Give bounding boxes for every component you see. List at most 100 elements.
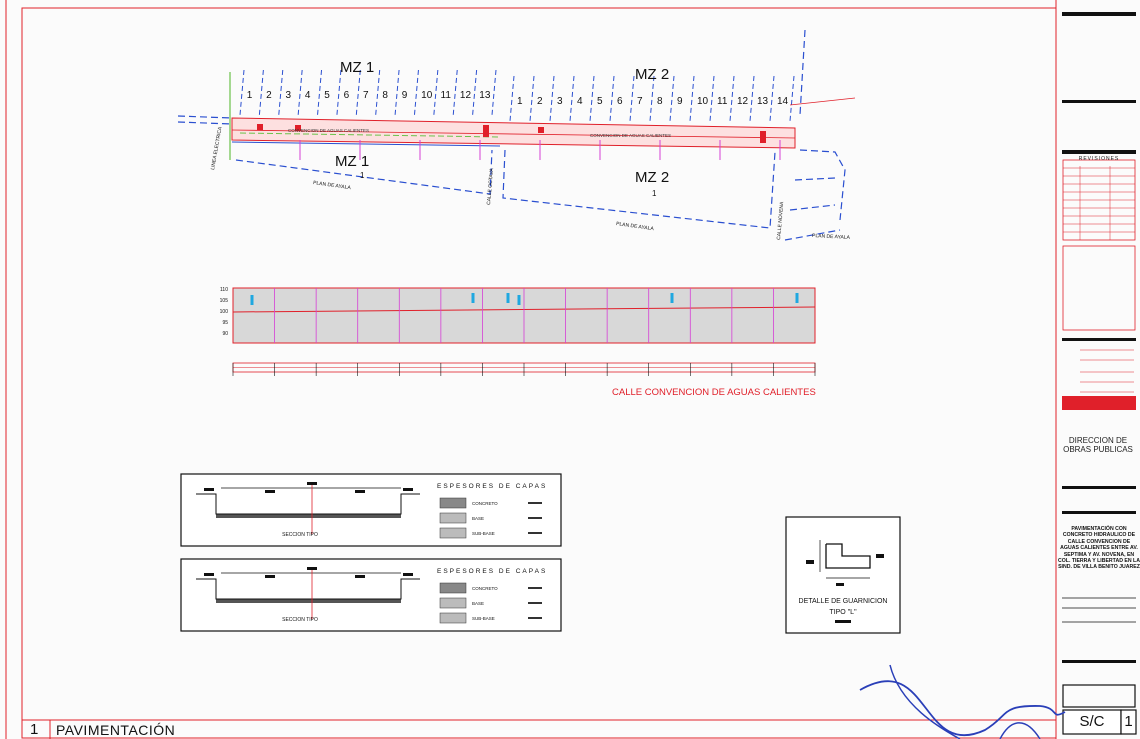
section-profile <box>196 578 420 600</box>
plan-de-ayala-label-2: PLAN DE AYALA <box>616 221 655 232</box>
block2-top-label: MZ 2 <box>635 66 669 83</box>
tb-bar-1 <box>1062 12 1136 16</box>
block1-lot-label: 1 <box>360 171 365 180</box>
lot-block2-number: 14 <box>777 96 789 107</box>
block1-top-label: MZ 1 <box>340 59 374 76</box>
lot-block1-divider <box>336 69 342 116</box>
street-right-label: CALLE NOVENA <box>776 201 785 240</box>
lot-block1-divider <box>278 69 284 116</box>
lot-block1-divider <box>394 69 400 116</box>
lot-block2-number: 3 <box>557 96 563 107</box>
section-caption: SECCION TIPO <box>282 617 318 623</box>
profile-y-label: 105 <box>220 298 229 304</box>
pavement-layer <box>216 599 401 603</box>
curb-detail-scale <box>835 620 851 623</box>
tb-sheet-box <box>1062 709 1122 735</box>
top-right-red-line <box>789 97 856 106</box>
lot-block1-number: 11 <box>441 90 452 101</box>
lot-block1-divider <box>452 69 458 116</box>
section-caption: SECCION TIPO <box>282 532 318 538</box>
right-street-lines <box>799 149 846 221</box>
curb-dim-tag-1 <box>806 560 814 564</box>
curb-shape <box>825 543 871 569</box>
right-street-line-4 <box>784 229 841 241</box>
lot-block1-number: 5 <box>324 90 330 101</box>
power-line-label: LINEA ELECTRICA <box>210 126 224 171</box>
signature-scribble-2 <box>889 664 1041 739</box>
layer-label: BASE <box>472 601 484 606</box>
title-block <box>1055 0 1137 739</box>
left-road-blue-2 <box>177 121 233 125</box>
lot-block2-divider <box>749 75 755 122</box>
layer-swatch <box>439 597 467 609</box>
lot-block1-number: 13 <box>479 90 491 101</box>
lot-block2-divider <box>709 75 715 122</box>
layer-thickness-tag <box>528 502 542 504</box>
lot-block1-number: 2 <box>266 90 272 101</box>
revisions-heading: REVISIONES <box>1078 156 1120 162</box>
stationing-ticks <box>232 363 816 376</box>
agency-name: DIRECCION DE OBRAS PUBLICAS <box>1063 436 1133 454</box>
manhole-marker <box>295 125 301 131</box>
blue-edge-line <box>231 141 501 147</box>
street-main-label-1: CONVENCION DE AGUAS CALIENTES <box>288 128 369 133</box>
lot-block2-number: 6 <box>617 96 623 107</box>
profile-caption: CALLE CONVENCION DE AGUAS CALIENTES <box>612 387 816 398</box>
dim-tag <box>355 575 365 578</box>
lot-block2-divider <box>789 75 795 122</box>
layer-label: CONCRETO <box>472 501 498 506</box>
profile-well-marker <box>517 295 521 305</box>
lot-block2-number: 12 <box>737 96 749 107</box>
plan-de-ayala-label-1: PLAN DE AYALA <box>313 180 352 191</box>
profile-well-marker <box>795 293 799 303</box>
cross-sections: SECCION TIPO ESPESORES DE CAPAS CONCRETO BA… <box>180 473 562 632</box>
lot-block1-divider <box>258 69 264 116</box>
right-street-line-2 <box>794 177 836 181</box>
green-line <box>239 132 501 138</box>
layers-legend-title: ESPESORES DE CAPAS <box>437 568 547 575</box>
profile-y-label: 90 <box>222 331 228 337</box>
lot-block1-number: 9 <box>402 90 408 101</box>
section-profile <box>196 493 420 515</box>
lot-block2-number: 10 <box>697 96 709 107</box>
right-street-line-3 <box>789 204 836 211</box>
curb-detail: DETALLE DE GUARNICION TIPO "L" <box>785 516 901 634</box>
dim-tag <box>204 488 214 491</box>
project-description: PAVIMENTACIÓN CON CONCRETO HIDRAULICO DE… <box>1058 526 1140 571</box>
manholes <box>257 124 781 160</box>
lot-block1-divider <box>491 69 497 116</box>
layers-legend-title: ESPESORES DE CAPAS <box>437 483 547 490</box>
tb-bar-4 <box>1062 338 1136 341</box>
lot-block2-divider <box>729 75 735 122</box>
block2-bottom-label: MZ 2 <box>635 169 669 186</box>
lot-block1-divider <box>413 69 419 116</box>
lot-block1-number: 3 <box>285 90 291 101</box>
dim-tag <box>355 490 365 493</box>
profile-grid <box>250 288 799 343</box>
layer-swatch <box>439 612 467 624</box>
tb-bar-2 <box>1062 100 1136 103</box>
lot-block2-number: 5 <box>597 96 603 107</box>
lot-block2-number: 1 <box>517 96 523 107</box>
lot-block1-divider <box>239 69 245 116</box>
street-strip <box>231 117 796 149</box>
curb-dim-tag-3 <box>836 583 844 586</box>
tb-bar-5 <box>1062 486 1136 489</box>
lot-block2-divider <box>609 75 615 122</box>
street-mid-label: CALLE OCTAVA <box>486 167 495 205</box>
curb-detail-title: DETALLE DE GUARNICION <box>799 598 888 605</box>
manhole-marker <box>760 137 766 143</box>
lot-block1-divider <box>433 69 439 116</box>
block1-outline <box>235 149 493 195</box>
top-right-street <box>799 29 806 116</box>
tb-date-box <box>1062 684 1136 708</box>
lot-block1-divider <box>297 69 303 116</box>
lot-block1-number: 6 <box>344 90 350 101</box>
lot-block2-divider <box>589 75 595 122</box>
profile-y-label: 100 <box>220 309 229 315</box>
